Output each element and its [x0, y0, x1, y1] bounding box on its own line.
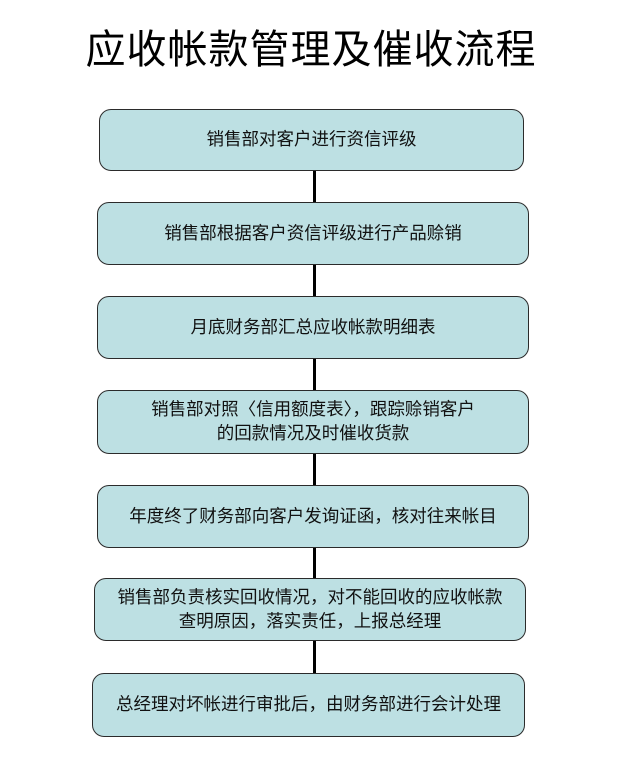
- connector-2-3: [313, 265, 316, 296]
- step-4-text-line-2: 的回款情况及时催收货款: [216, 424, 410, 444]
- step-4-text-line-1: 销售部对照〈信用额度表〉，跟踪赊销客户: [151, 400, 475, 420]
- step-6-text-line-2: 查明原因，落实责任，上报总经理: [178, 611, 442, 632]
- step-2-box: 销售部根据客户资信评级进行产品赊销: [97, 202, 529, 265]
- step-3-text: 月底财务部汇总应收帐款明细表: [190, 317, 436, 338]
- step-5-text: 年度终了财务部向客户发询证函，核对往来帐目: [129, 506, 497, 527]
- connector-3-4: [313, 359, 316, 390]
- step-7-text: 总经理对坏帐进行审批后，由财务部进行会计处理: [116, 695, 501, 715]
- diagram-title: 应收帐款管理及催收流程: [85, 27, 537, 73]
- step-2-text: 销售部根据客户资信评级进行产品赊销: [164, 223, 462, 244]
- step-4-box: 销售部对照〈信用额度表〉，跟踪赊销客户 的回款情况及时催收货款: [97, 390, 529, 454]
- step-7-box: 总经理对坏帐进行审批后，由财务部进行会计处理: [92, 673, 525, 737]
- connector-6-7: [313, 641, 316, 673]
- step-3-box: 月底财务部汇总应收帐款明细表: [97, 296, 529, 359]
- step-6-text-line-1: 销售部负责核实回收情况，对不能回收的应收帐款: [117, 587, 503, 608]
- step-1-box: 销售部对客户进行资信评级: [99, 109, 524, 171]
- step-5-box: 年度终了财务部向客户发询证函，核对往来帐目: [97, 485, 529, 548]
- connector-1-2: [313, 171, 316, 202]
- connector-5-6: [313, 548, 316, 578]
- step-6-box: 销售部负责核实回收情况，对不能回收的应收帐款 查明原因，落实责任，上报总经理: [94, 578, 526, 641]
- connector-4-5: [313, 454, 316, 485]
- step-1-text: 销售部对客户进行资信评级: [206, 130, 417, 150]
